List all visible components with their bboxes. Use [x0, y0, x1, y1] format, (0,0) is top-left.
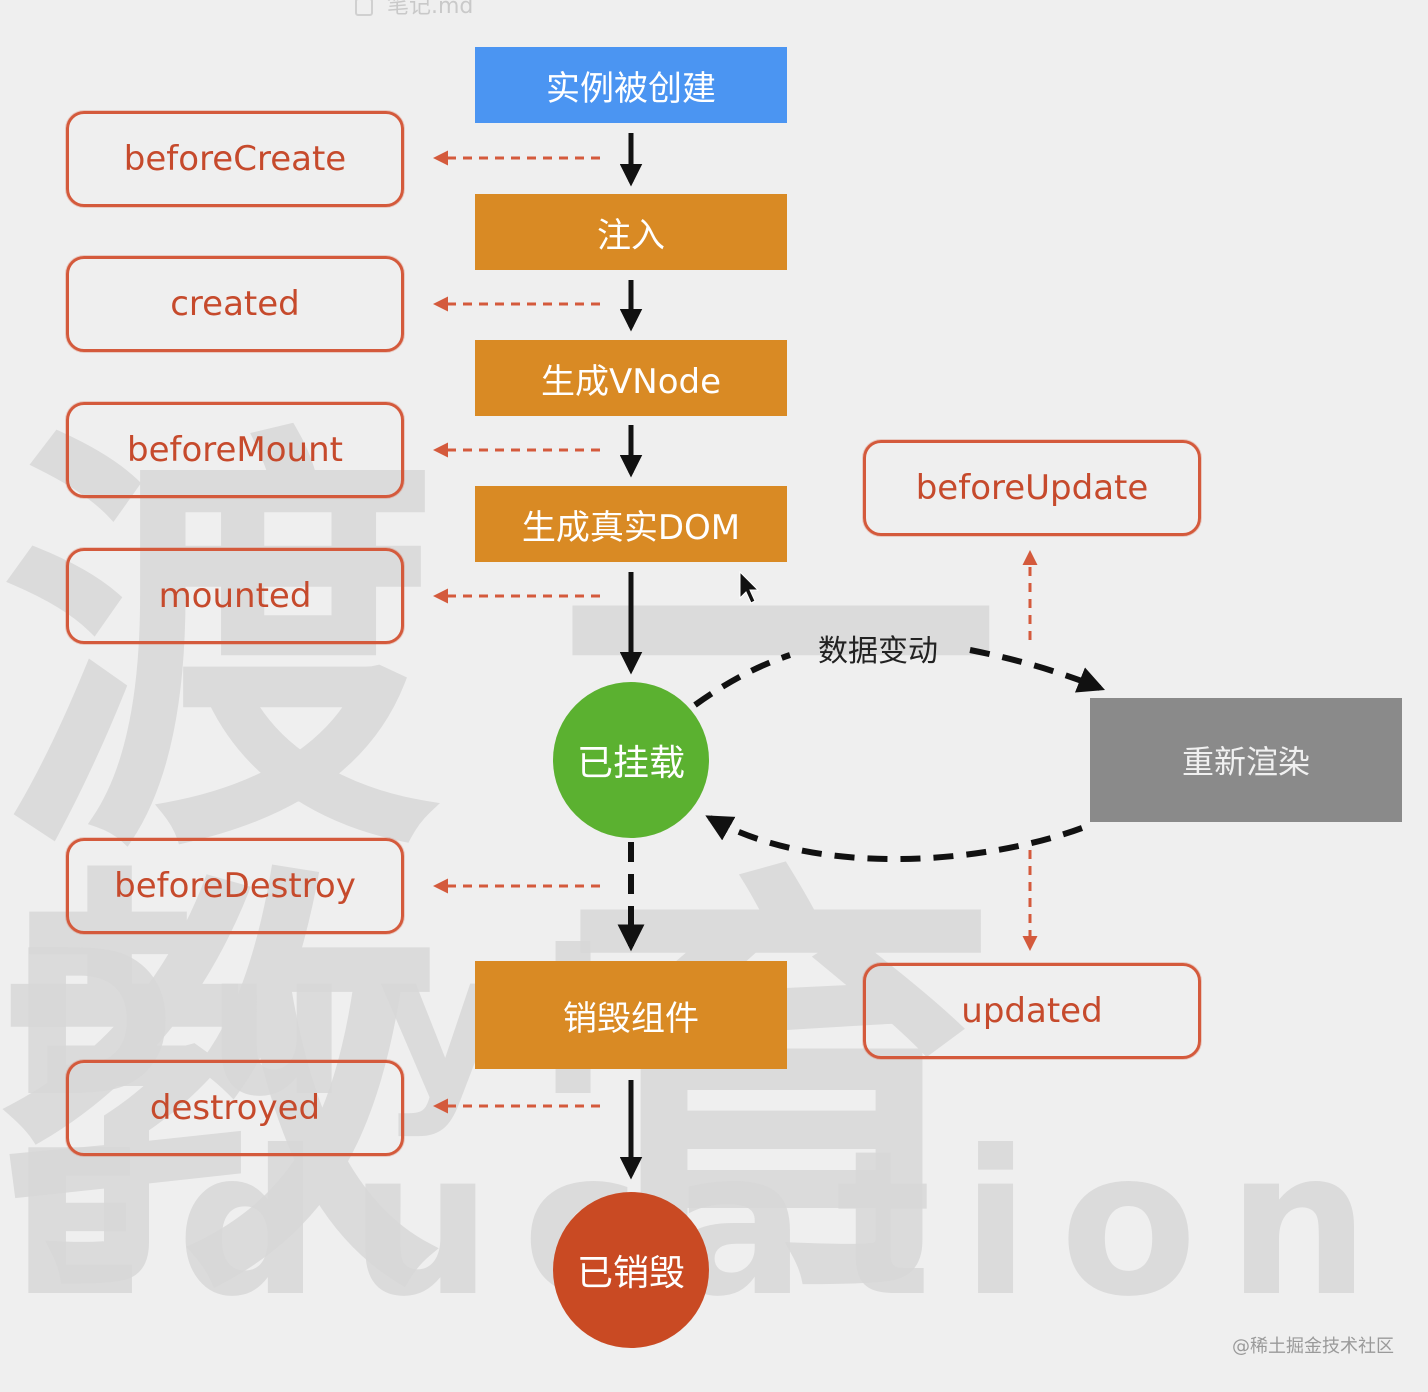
hook-destroyed: destroyed [66, 1060, 404, 1156]
data-change-label: 数据变动 [818, 634, 938, 669]
state-mounted-label: 已挂载 [576, 743, 685, 784]
hook-before-create: beforeCreate [66, 111, 404, 207]
step-gen-dom-label: 生成真实DOM [521, 507, 741, 548]
state-destroyed: 已销毁 [553, 1192, 709, 1348]
hook-before-update-label: beforeUpdate [915, 468, 1149, 508]
hook-before-destroy-label: beforeDestroy [114, 866, 356, 906]
hook-before-destroy: beforeDestroy [66, 838, 404, 934]
step-instance-created-label: 实例被创建 [546, 68, 716, 109]
hook-before-mount: beforeMount [66, 402, 404, 498]
step-destroy-component: 销毁组件 [475, 961, 787, 1069]
file-tab-label: 笔记.md [387, 0, 474, 19]
hook-updated-label: updated [961, 991, 1103, 1031]
hook-created: created [66, 256, 404, 352]
state-mounted: 已挂载 [553, 682, 709, 838]
cursor-icon [739, 570, 760, 604]
step-inject: 注入 [475, 194, 787, 270]
step-gen-dom: 生成真实DOM [475, 486, 787, 562]
hook-updated: updated [863, 963, 1201, 1059]
hook-destroyed-label: destroyed [149, 1088, 321, 1128]
arrow-data-change [693, 652, 791, 708]
state-destroyed-label: 已销毁 [576, 1253, 685, 1294]
credit-text: @稀土掘金技术社区 [1232, 1336, 1394, 1357]
step-rerender: 重新渲染 [1090, 698, 1402, 822]
hook-mounted: mounted [66, 548, 404, 644]
step-rerender-label: 重新渲染 [1181, 743, 1310, 781]
file-tab[interactable]: 笔记.md [355, 0, 473, 20]
hook-before-update: beforeUpdate [863, 440, 1201, 536]
step-instance-created: 实例被创建 [475, 47, 787, 123]
step-destroy-component-label: 销毁组件 [563, 998, 699, 1039]
file-icon [355, 0, 373, 16]
hook-before-create-label: beforeCreate [123, 139, 347, 179]
step-inject-label: 注入 [597, 215, 665, 256]
hook-mounted-label: mounted [158, 576, 312, 616]
hook-created-label: created [170, 284, 300, 324]
hook-before-mount-label: beforeMount [127, 430, 343, 470]
step-gen-vnode-label: 生成VNode [541, 361, 721, 402]
step-gen-vnode: 生成VNode [475, 340, 787, 416]
arrow-data-change-end [969, 647, 1106, 693]
arrow-rerender-back [705, 815, 1084, 862]
